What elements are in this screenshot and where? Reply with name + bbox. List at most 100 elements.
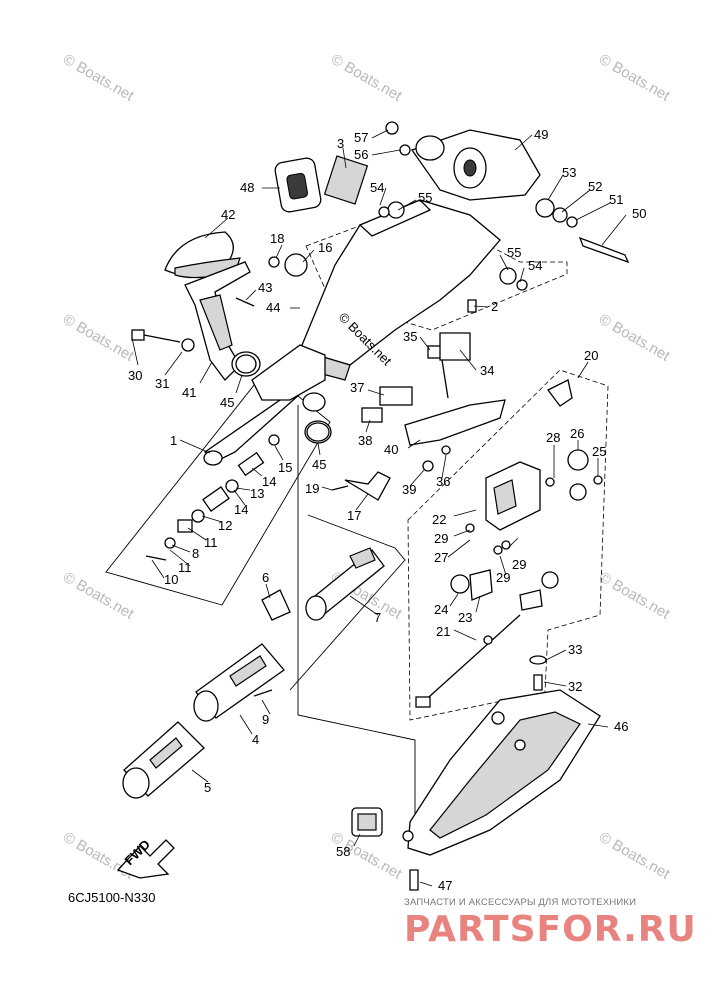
leader-lines (131, 129, 627, 887)
bolt-32 (533, 674, 543, 691)
callout-9: 9 (262, 712, 269, 727)
handle-group-outline (105, 369, 331, 606)
collar-45b (235, 354, 257, 374)
callout-35: 35 (403, 329, 417, 344)
spring-14 (237, 451, 265, 477)
callout-5: 5 (204, 780, 211, 795)
screw-19 (331, 485, 349, 491)
friction-block-11 (177, 519, 193, 533)
watermark: © Boats.net (596, 311, 673, 365)
throttle-grip-4 (193, 643, 285, 722)
callout-50: 50 (632, 206, 646, 221)
callout-labels: 57 56 3 49 48 54 55 53 52 51 50 42 18 16… (128, 127, 646, 893)
callout-6: 6 (262, 570, 269, 585)
collar-45 (306, 422, 330, 442)
lower-cover-46 (402, 689, 601, 856)
assembly-20-dashed-outline (407, 369, 609, 721)
block-38 (361, 407, 383, 423)
callout-28: 28 (546, 430, 560, 445)
callout-13: 13 (250, 486, 264, 501)
callout-22: 22 (432, 512, 446, 527)
callout-2: 2 (491, 299, 498, 314)
callout-38: 38 (358, 433, 372, 448)
callout-36: 36 (436, 474, 450, 489)
drawing-code: 6CJ5100-N330 (68, 890, 156, 905)
callout-26: 26 (570, 426, 584, 441)
callout-54: 54 (370, 180, 384, 195)
callout-39: 39 (402, 482, 416, 497)
callout-41: 41 (182, 385, 196, 400)
callout-44: 44 (266, 300, 280, 315)
callout-19: 19 (305, 481, 319, 496)
watermark: © Boats.net (596, 569, 673, 623)
callout-54b: 54 (528, 258, 542, 273)
washer-14b (225, 479, 239, 493)
callout-42: 42 (221, 207, 235, 222)
callout-45: 45 (220, 395, 234, 410)
spacer-13 (202, 486, 230, 512)
callout-40: 40 (384, 442, 398, 457)
callout-46: 46 (614, 719, 628, 734)
callout-30: 30 (128, 368, 142, 383)
callout-21: 21 (436, 624, 450, 639)
callout-37: 37 (350, 380, 364, 395)
callout-11: 11 (204, 535, 218, 550)
callout-31: 31 (155, 376, 169, 391)
callout-24: 24 (434, 602, 448, 617)
bolt-30 (131, 329, 181, 343)
shop-logo: PARTSFOR.RU (404, 909, 697, 950)
rubber-block-58 (351, 807, 383, 837)
callout-14b: 14 (234, 502, 248, 517)
callout-10: 10 (164, 572, 178, 587)
callout-14: 14 (262, 474, 276, 489)
callout-16: 16 (318, 240, 332, 255)
sleeve-6 (261, 589, 291, 621)
callout-29: 29 (434, 531, 448, 546)
throttle-lever-41 (184, 261, 251, 381)
callout-34: 34 (480, 363, 494, 378)
plate-40 (404, 399, 506, 446)
callout-33: 33 (568, 642, 582, 657)
callout-11b: 11 (178, 560, 192, 575)
clamp-16 (284, 253, 308, 277)
callout-43: 43 (258, 280, 272, 295)
bracket-34 (439, 332, 471, 361)
shop-caption: ЗАПЧАСТИ И АКСЕССУАРЫ ДЛЯ МОТОТЕХНИКИ (404, 897, 637, 908)
nut-8 (164, 537, 176, 549)
washer-33 (529, 655, 547, 665)
callout-25: 25 (592, 444, 606, 459)
callout-15: 15 (278, 460, 292, 475)
watermark: © Boats.net (596, 829, 673, 883)
callout-27: 27 (434, 550, 448, 565)
friction-lever-17 (344, 471, 391, 501)
screw-39 (422, 460, 434, 472)
screw-9 (253, 689, 273, 697)
callout-51: 51 (609, 192, 623, 207)
watermark: © Boats.net (596, 51, 673, 105)
callout-8: 8 (192, 546, 199, 561)
callout-52: 52 (588, 179, 602, 194)
bolt-43 (235, 297, 255, 307)
callout-55: 55 (418, 190, 432, 205)
callout-1: 1 (170, 433, 177, 448)
arm-36-link (441, 359, 449, 399)
watermark: © Boats.net (60, 569, 137, 623)
callout-45b: 45 (312, 457, 326, 472)
callout-12: 12 (218, 518, 232, 533)
washer-12 (191, 509, 205, 523)
callout-48: 48 (240, 180, 254, 195)
shift-assembly-20 (415, 379, 603, 708)
washer-31 (181, 338, 195, 352)
fwd-arrow: FWD (116, 837, 175, 879)
washer-15 (268, 434, 280, 446)
pin-10 (145, 555, 167, 561)
callout-57: 57 (354, 130, 368, 145)
callout-18: 18 (270, 231, 284, 246)
callout-47: 47 (438, 878, 452, 893)
callout-29c: 29 (496, 570, 510, 585)
clip-37 (379, 386, 413, 406)
callout-7: 7 (374, 610, 381, 625)
callout-55b: 55 (507, 245, 521, 260)
callout-32: 32 (568, 679, 582, 694)
